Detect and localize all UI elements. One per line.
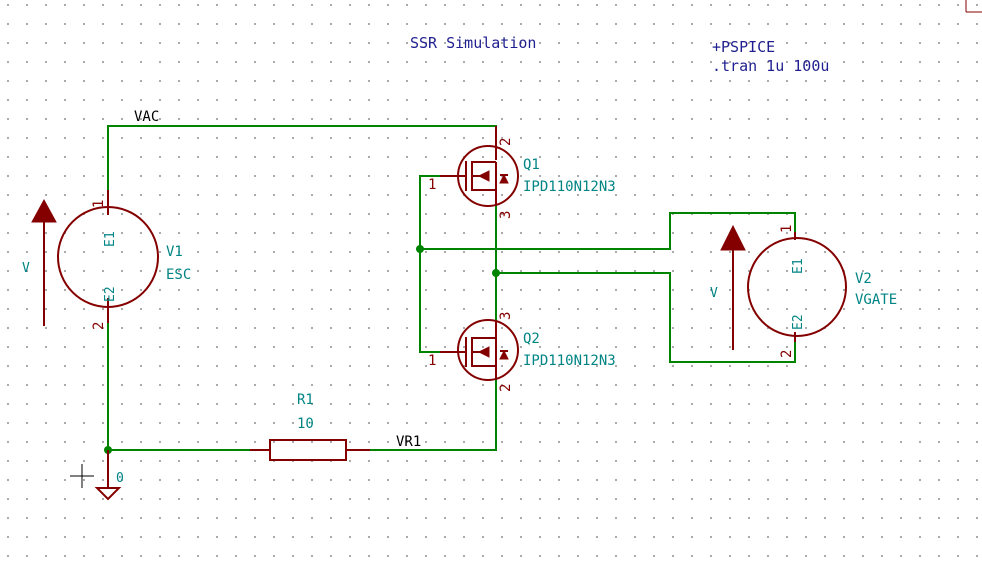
ground-icon: [94, 487, 122, 501]
v2-pin-top: 1: [779, 225, 795, 233]
v1-pin-top: 1: [91, 200, 107, 208]
v1-label-e2: E2: [103, 286, 118, 302]
v2-label-e1: E1: [791, 258, 806, 274]
v1-value: ESC: [166, 267, 191, 283]
v2-arrow-head: [720, 224, 746, 251]
q1-pin-drain: 2: [498, 138, 514, 146]
mosfet-q1[interactable]: 1 2 3 Q1 IPD110N12N3: [428, 126, 616, 219]
source-body-v1: [57, 206, 159, 308]
v1-arrow-label: V: [22, 261, 30, 276]
wire-vr1[interactable]: [346, 378, 497, 451]
spice-directive-line1: +PSPICE: [712, 38, 775, 56]
ground-net-label: 0: [116, 471, 124, 486]
spice-directive-line2: .tran 1u 100u: [712, 57, 829, 75]
junction-source: [492, 269, 500, 277]
ground-symbol[interactable]: 0: [94, 450, 124, 501]
cursor-crosshair-icon: [70, 464, 94, 488]
v2-value: VGATE: [855, 292, 897, 308]
v2-label-e2: E2: [791, 314, 806, 330]
v1-reference: V1: [166, 244, 183, 260]
voltage-source-v1[interactable]: 1 2 E1 E2 V V1 ESC: [22, 190, 191, 330]
q1-channel-arrow: [477, 170, 490, 182]
q1-value: IPD110N12N3: [523, 179, 616, 195]
wire-source-to-v2[interactable]: [496, 272, 796, 363]
voltage-source-v2[interactable]: 1 2 E1 E2 V V2 VGATE: [710, 225, 897, 358]
q2-pin-source: 3: [498, 312, 514, 320]
resistor-r1[interactable]: R1 10: [250, 392, 370, 461]
net-label-vac: VAC: [134, 109, 159, 125]
wire-gate-to-v2[interactable]: [420, 212, 796, 250]
q1-body: [457, 145, 519, 207]
r1-value: 10: [297, 416, 314, 432]
sheet-border-corner: [965, 0, 982, 13]
wire-q1-gate[interactable]: [419, 175, 456, 353]
source-body-v2: [747, 237, 847, 337]
q1-pin-gate: 1: [428, 177, 436, 193]
r1-body: [269, 439, 347, 461]
q2-value: IPD110N12N3: [523, 353, 616, 369]
v1-pin-bottom: 2: [91, 322, 107, 330]
q2-reference: Q2: [523, 331, 540, 347]
v2-reference: V2: [855, 271, 872, 287]
q2-pin-drain: 2: [498, 384, 514, 392]
r1-reference: R1: [297, 392, 314, 408]
v2-arrow-label: V: [710, 286, 718, 301]
net-label-vr1: VR1: [396, 434, 421, 450]
q2-channel-arrow: [477, 346, 490, 358]
q1-reference: Q1: [523, 157, 540, 173]
v1-arrow-head: [31, 198, 57, 223]
q1-pin-source: 3: [498, 211, 514, 219]
junction-gate: [416, 245, 424, 253]
v1-label-e1: E1: [103, 231, 118, 247]
v2-pin-bottom: 2: [779, 350, 795, 358]
q2-pin-gate: 1: [428, 353, 436, 369]
page-title: SSR Simulation: [410, 34, 536, 52]
mosfet-q2[interactable]: 1 3 2 Q2 IPD110N12N3: [428, 312, 616, 392]
q2-body: [457, 319, 519, 381]
